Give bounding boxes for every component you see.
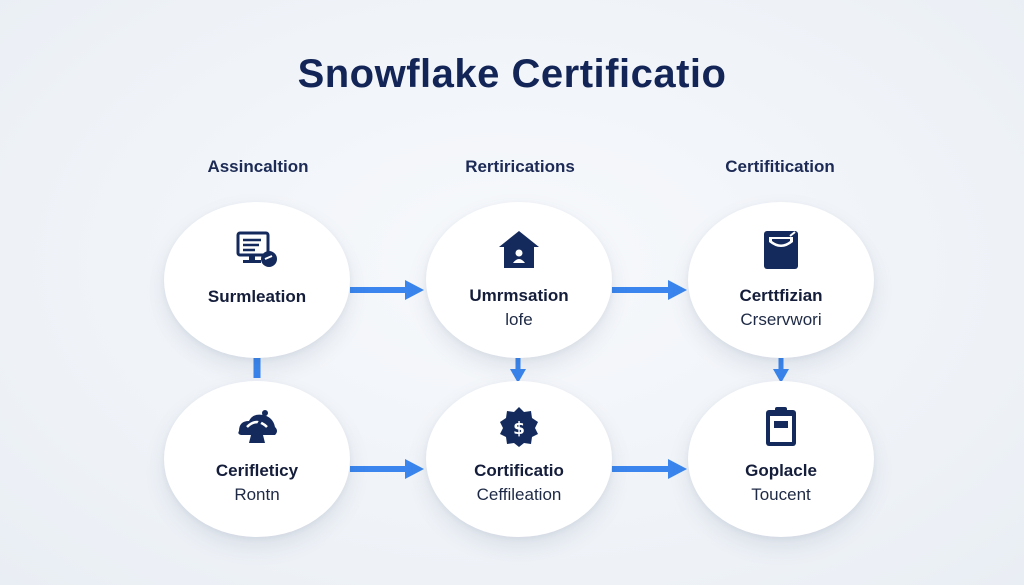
svg-text:$: $ <box>513 419 525 439</box>
node-sublabel: Ceffileation <box>476 485 562 504</box>
node-label: Cerifleticy <box>215 461 299 480</box>
column-header-2: Rertirications <box>465 157 575 176</box>
node-label: Certtfizian <box>739 286 823 305</box>
certificate-icon <box>764 231 798 269</box>
node-certtfizian[interactable]: Certtfizian Crservwori <box>688 202 874 358</box>
dollar-badge-icon: $ <box>500 407 538 447</box>
node-sublabel: lofe <box>505 310 533 329</box>
arrow-r2-c2-c3 <box>612 459 687 479</box>
arrow-c2-down <box>510 358 526 383</box>
arrow-r1-c1-c2 <box>350 280 424 300</box>
node-umrmsation[interactable]: Umrmsation lofe <box>426 202 612 358</box>
column-header-1: Assincaltion <box>207 157 309 176</box>
monitor-icon <box>236 231 277 267</box>
node-label: Surmleation <box>207 287 307 306</box>
cloud-gauge-icon <box>238 410 277 443</box>
page-title: Snowflake Certificatio <box>297 52 727 96</box>
node-sublabel: Rontn <box>234 485 280 504</box>
node-cerifleticy[interactable]: Cerifleticy Rontn <box>164 381 350 537</box>
node-label: Umrmsation <box>469 286 569 305</box>
column-header-3: Certifitication <box>725 157 835 176</box>
arrow-r2-c1-c2 <box>350 459 424 479</box>
arrow-r1-c2-c3 <box>612 280 687 300</box>
arrow-c3-down <box>773 358 789 383</box>
node-label: Goplacle <box>745 461 817 480</box>
house-icon <box>499 231 539 268</box>
clipboard-icon <box>766 407 796 446</box>
node-cortificatio[interactable]: $ Cortificatio Ceffileation <box>426 381 612 537</box>
node-sublabel: Toucent <box>751 485 811 504</box>
node-label: Cortificatio <box>474 461 564 480</box>
node-surmleation[interactable]: Surmleation <box>164 202 350 358</box>
node-sublabel: Crservwori <box>740 310 822 329</box>
node-goplacle[interactable]: Goplacle Toucent <box>688 381 874 537</box>
